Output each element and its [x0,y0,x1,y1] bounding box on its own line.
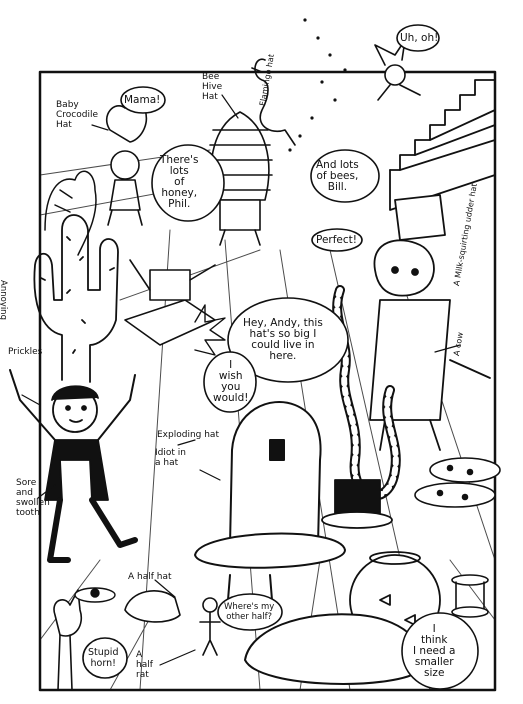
label-cactus-hat: Annoying Cactus Hat [0,280,8,320]
bee-hive-character [207,111,273,246]
baby-crocodile-character [105,94,148,226]
bubble-i-wish: I wish you would! [213,359,249,404]
cactus-hat [33,214,119,383]
bubble-other-half: Where's my other half? [224,602,275,622]
label-sore-tooth: Sore and swollen tooth [16,478,50,518]
label-arrows [21,94,461,666]
staircase [389,79,496,211]
bubble-hey-andy: Hey, Andy, this hat's so big I could liv… [243,317,323,362]
label-prickles: Prickles [8,347,43,357]
bubble-bees: And lots of bees, Bill. [316,159,359,193]
label-half-hat: A half hat [128,572,172,582]
label-exploding-hat: Exploding hat [157,430,219,440]
top-hat [321,479,393,529]
man-with-toothache [9,369,138,563]
bubble-mama: Mama! [124,94,161,106]
potted-plant [44,170,97,256]
label-half-rat: A half rat [136,650,153,680]
speech-bubble-outlines [82,24,479,690]
tower-hat [194,401,346,601]
label-idiot-in-a-hat: Idiot in a hat [155,448,186,468]
flying-creature [374,39,421,101]
flamingo-hat [251,58,296,146]
fried-egg-hat [74,587,116,603]
thread-spool [451,574,489,618]
bubble-smaller-size: I think I need a smaller size [413,623,456,679]
bubble-stupid-horn: Stupid horn! [88,647,119,669]
scene-border [38,70,497,692]
label-baby-crocodile-hat: Baby Crocodile Hat [56,100,98,130]
bubble-honey: There's lots of honey, Phil. [160,154,199,210]
half-rat [199,597,221,656]
bubble-uh-oh: Uh, oh! [400,32,439,44]
horned-creature [53,589,82,691]
label-bee-hive-hat: Bee Hive Hat [202,72,223,102]
flying-bees [288,18,347,152]
exploding-hat-machine [124,259,226,356]
spotted-hats [414,457,501,508]
bubble-perfect: Perfect! [316,234,357,246]
half-hat [124,590,181,623]
